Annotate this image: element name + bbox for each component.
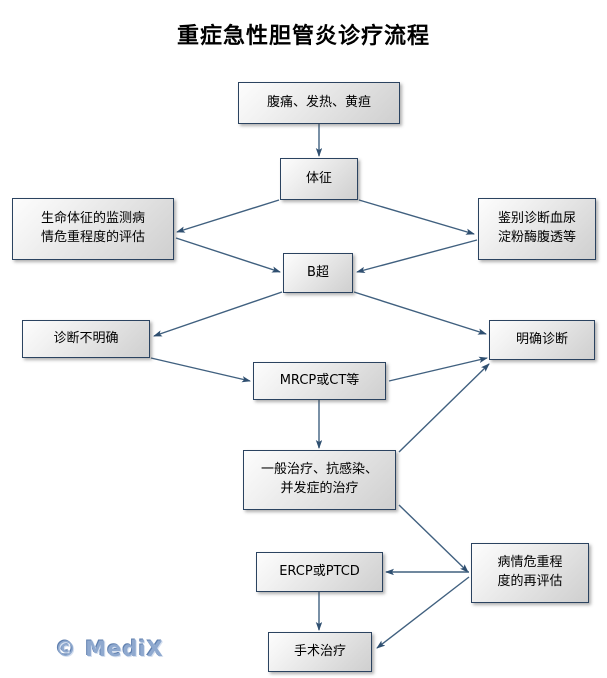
edge-monitor-ultrasound	[175, 237, 281, 273]
node-label-monitor: 生命体征的监测病 情危重程度的评估	[40, 211, 145, 245]
watermark: © MediX	[55, 637, 164, 661]
edge-mrcp-confirmed	[388, 356, 488, 382]
node-label-confirmed: 明确诊断	[515, 331, 568, 347]
edge-signs-monitor	[176, 199, 280, 233]
node-monitor[interactable]: 生命体征的监测病 情危重程度的评估	[12, 198, 174, 260]
node-differential[interactable]: 鉴别诊断血尿 淀粉酶腹透等	[478, 198, 596, 260]
node-unclear[interactable]: 诊断不明确	[22, 320, 150, 358]
node-label-mrcp: MRCP或CT等	[279, 372, 360, 388]
node-label-surgery: 手术治疗	[293, 643, 346, 659]
node-label-ercp: ERCP或PTCD	[279, 563, 360, 579]
node-label-unclear: 诊断不明确	[53, 330, 119, 346]
node-confirmed[interactable]: 明确诊断	[489, 320, 595, 360]
edge-reassess-surgery	[376, 576, 470, 649]
edge-general-confirmed	[398, 363, 490, 453]
node-label-ultrasound: B超	[307, 264, 329, 280]
node-surgery[interactable]: 手术治疗	[268, 632, 372, 672]
node-label-reassess: 病情危重程 度的再评估	[497, 555, 563, 589]
edge-general-reassess	[398, 504, 469, 573]
page-title: 重症急性胆管炎诊疗流程	[176, 23, 430, 49]
node-symptoms[interactable]: 腹痛、发热、黄疸	[238, 82, 400, 124]
edge-unclear-mrcp	[150, 357, 251, 383]
node-ultrasound[interactable]: B超	[283, 253, 353, 293]
node-mrcp[interactable]: MRCP或CT等	[253, 362, 386, 400]
node-label-signs: 体征	[305, 170, 332, 186]
edge-ultrasound-unclear	[153, 291, 283, 337]
edge-signs-differential	[358, 199, 475, 235]
node-general[interactable]: 一般治疗、抗感染、 并发症的治疗	[243, 450, 396, 510]
node-label-general: 一般治疗、抗感染、 并发症的治疗	[260, 462, 378, 496]
node-label-differential: 鉴别诊断血尿 淀粉酶腹透等	[497, 211, 576, 245]
edge-differential-ultrasound	[356, 239, 478, 274]
node-ercp[interactable]: ERCP或PTCD	[256, 552, 383, 592]
node-reassess[interactable]: 病情危重程 度的再评估	[471, 543, 589, 603]
node-label-symptoms: 腹痛、发热、黄疸	[266, 94, 371, 110]
node-signs[interactable]: 体征	[280, 158, 358, 200]
edge-ultrasound-confirmed	[353, 291, 487, 335]
